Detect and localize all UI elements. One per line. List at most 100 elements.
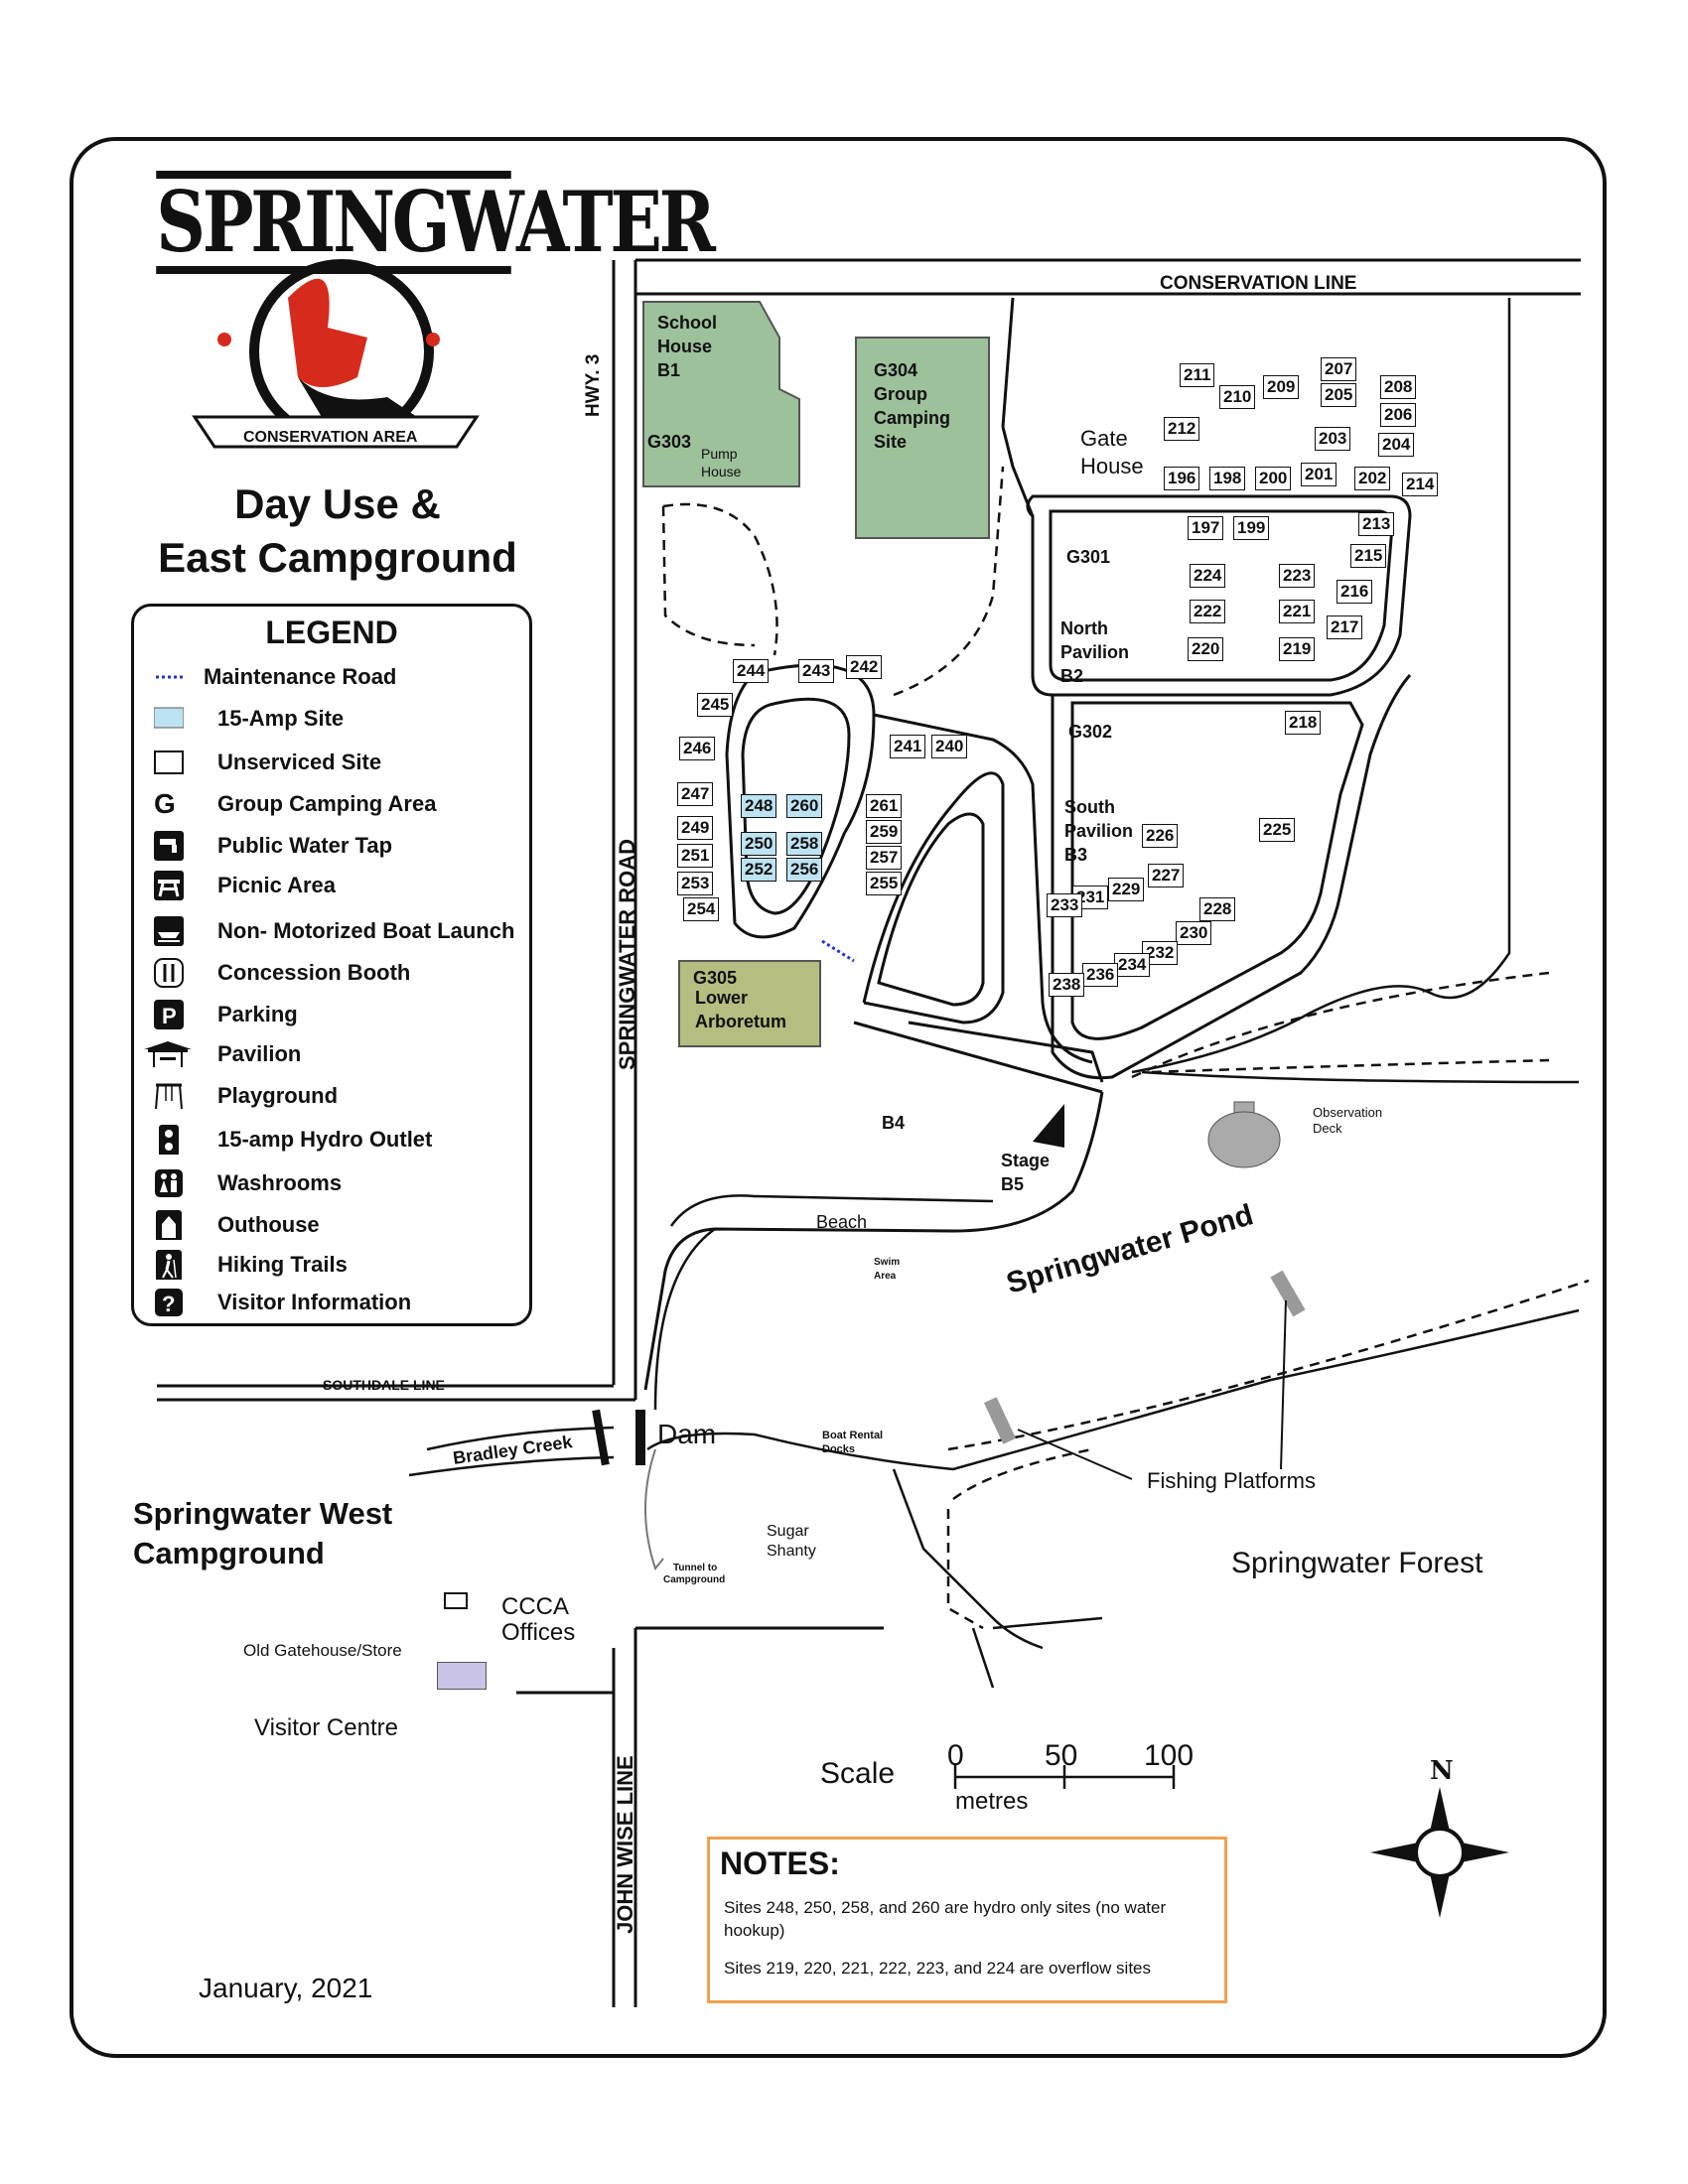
old-gatehouse-marker: [444, 1592, 468, 1609]
scale-tick-100: 100: [1144, 1739, 1195, 1772]
hydro-campsite: 252: [741, 858, 777, 882]
legend-item: ?Visitor Information: [154, 1286, 521, 1319]
campsite: 254: [683, 897, 720, 921]
label-ccca-offices-2: Offices: [501, 1619, 576, 1646]
label-north-pavilion-2: Pavilion: [1060, 642, 1130, 662]
campsite: 201: [1301, 463, 1337, 486]
campsite: 225: [1259, 818, 1296, 842]
label-school-house-2: House: [657, 337, 713, 356]
campsite: 243: [798, 659, 835, 683]
campsite: 209: [1263, 375, 1300, 399]
label-beach: Beach: [816, 1212, 868, 1232]
campsite: 198: [1209, 467, 1246, 490]
campsite: 216: [1336, 580, 1373, 604]
unserviced-site-icon: [154, 751, 184, 774]
hiking-trails: [661, 466, 1590, 1630]
campsite: 236: [1082, 963, 1119, 987]
label-g304-2: Group: [874, 384, 927, 404]
notes-box: NOTES: Sites 248, 250, 258, and 260 are …: [707, 1837, 1227, 2003]
road-label-springwater-road: SPRINGWATER ROAD: [615, 838, 639, 1070]
label-springwater-forest: Springwater Forest: [1231, 1547, 1483, 1579]
fishing-platform-1: [983, 1397, 1017, 1444]
campsite: 219: [1279, 637, 1316, 661]
label-g304: G304: [874, 360, 918, 380]
label-fishing-platforms: Fishing Platforms: [1147, 1468, 1316, 1493]
campsite: 203: [1315, 427, 1351, 451]
hydro-campsite: 248: [741, 794, 777, 818]
campsite: 214: [1402, 473, 1439, 496]
campsite: 213: [1358, 512, 1395, 536]
campsite: 210: [1219, 385, 1256, 409]
road-label-hwy3: HWY. 3: [583, 353, 604, 417]
campsite: 245: [697, 693, 734, 717]
label-g303: G303: [647, 432, 692, 452]
label-pump-house: Pump: [701, 446, 738, 462]
legend-item: Non- Motorized Boat Launch: [154, 914, 521, 948]
scale-unit: metres: [955, 1788, 1029, 1815]
compass: [1370, 1787, 1509, 1918]
notes-line-2: Sites 219, 220, 221, 222, 223, and 224 a…: [724, 1959, 1152, 1978]
campsite: 208: [1380, 375, 1417, 399]
maintenance-road: [821, 939, 855, 963]
legend-item: Pavilion: [144, 1037, 521, 1071]
brand-title: SPRINGWATER: [156, 171, 716, 274]
campsite: 197: [1188, 516, 1224, 540]
title-line-1: Day Use &: [234, 480, 441, 527]
scale-bar: [953, 1765, 1176, 1789]
tunnel-creek: [644, 1448, 664, 1571]
campsite: 223: [1279, 564, 1316, 588]
label-gate-house: Gate: [1080, 426, 1128, 451]
hydro-campsite: 256: [786, 858, 823, 882]
legend-item: Unserviced Site: [154, 746, 521, 779]
campsite: 251: [677, 844, 714, 868]
campsite: 230: [1176, 921, 1212, 945]
label-school-house: School: [657, 313, 718, 333]
campsite: 226: [1142, 824, 1179, 848]
legend-item: Public Water Tap: [154, 829, 521, 863]
dam-structure: [635, 1410, 645, 1465]
logo: [192, 259, 480, 449]
legend-item: Concession Booth: [154, 956, 521, 990]
picnic-table-icon: [154, 871, 184, 900]
notes-line-1: Sites 248, 250, 258, and 260 are hydro o…: [724, 1898, 1167, 1940]
campsite: 204: [1378, 433, 1415, 457]
label-swim-area-2: Area: [874, 1271, 897, 1282]
water-tap-icon: [154, 831, 184, 861]
label-pump-house-2: House: [701, 464, 742, 479]
campsite: 255: [866, 872, 903, 895]
campsite: 218: [1285, 711, 1322, 735]
legend-item: Picnic Area: [154, 869, 521, 902]
campsite: 212: [1164, 417, 1200, 441]
outlet-icon: [159, 1125, 179, 1155]
label-stage: Stage: [1001, 1151, 1051, 1170]
parking-icon: P: [154, 1000, 184, 1029]
label-swim-area: Swim: [874, 1257, 901, 1268]
brand-wordmark: SPRINGWATER: [117, 171, 716, 274]
legend-item: Outhouse: [154, 1208, 521, 1242]
label-g305-2: Lower: [695, 988, 749, 1008]
pavilion-icon: [144, 1041, 192, 1067]
observation-deck: [1207, 1111, 1281, 1168]
label-school-house-3: B1: [657, 360, 681, 380]
label-observation-deck-2: Deck: [1313, 1121, 1342, 1136]
compass-north-label: N: [1430, 1756, 1454, 1786]
campsite: 244: [733, 659, 770, 683]
label-west-campground-2: Campground: [133, 1536, 325, 1570]
campsite: 206: [1380, 403, 1417, 427]
label-g305-3: Arboretum: [695, 1012, 787, 1031]
campsite: 247: [677, 782, 714, 806]
scale-tick-0: 0: [947, 1739, 964, 1772]
label-boat-rental: Boat Rental: [822, 1430, 884, 1441]
school-house-area: [642, 301, 800, 487]
hydro-site-icon: [154, 707, 184, 729]
label-ccca-offices: CCCA: [501, 1593, 570, 1620]
fishing-platform-2: [1270, 1270, 1306, 1317]
question-icon: ?: [155, 1289, 183, 1316]
campsite: 238: [1049, 973, 1085, 997]
label-old-gatehouse: Old Gatehouse/Store: [243, 1641, 402, 1660]
legend-item: Maintenance Road: [154, 660, 521, 694]
roads: [157, 258, 1581, 2007]
campsite: 234: [1114, 953, 1151, 977]
